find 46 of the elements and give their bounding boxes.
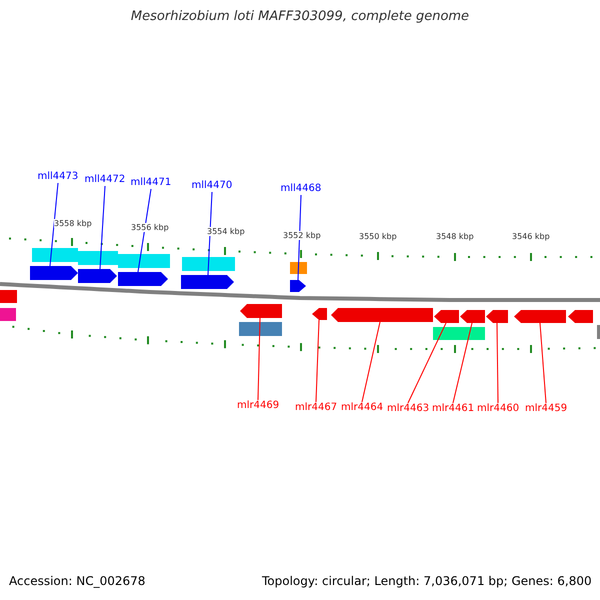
gene-block	[118, 272, 168, 286]
scale-label: 3554 kbp	[207, 227, 245, 236]
leader-line	[452, 322, 472, 404]
scale-label: 3546 kbp	[512, 232, 550, 241]
leader-line	[496, 322, 498, 404]
gene-label: mll4468	[280, 183, 322, 195]
gene-block	[568, 310, 593, 323]
gene-block	[78, 269, 117, 283]
gene-block	[240, 304, 282, 318]
leader-line	[100, 186, 106, 270]
scale-label: 3552 kbp	[283, 231, 321, 240]
gene-block	[460, 310, 485, 323]
leader-line	[50, 182, 58, 266]
leader-line	[258, 318, 260, 400]
scale-label: 3556 kbp	[131, 223, 169, 232]
leader-line	[362, 322, 380, 402]
gene-label: mlr4461	[432, 403, 474, 415]
leader-line	[138, 188, 152, 272]
gene-label: mll4472	[84, 174, 126, 186]
scale-label: 3558 kbp	[54, 219, 92, 228]
gene-block	[434, 310, 459, 323]
gene-label: mlr4467	[295, 402, 338, 414]
scale-label: 3550 kbp	[359, 232, 397, 241]
gene-block	[181, 275, 234, 289]
gene-label: mll4471	[130, 177, 172, 189]
gene-block	[30, 266, 78, 280]
gene-block	[486, 310, 508, 323]
gene-label: mll4470	[192, 180, 232, 192]
gene-block	[514, 310, 566, 323]
gene-label: mlr4469	[237, 400, 280, 412]
leader-line	[208, 192, 212, 276]
leader-line	[408, 322, 446, 404]
title: Mesorhizobium loti MAFF303099, complete genome	[130, 9, 470, 24]
scale-label: 3548 kbp	[436, 232, 474, 241]
gene-label: mlr4459	[525, 403, 568, 415]
gene-block	[290, 280, 306, 292]
gene-label: mlr4460	[477, 403, 520, 415]
gene-label: mlr4464	[341, 402, 384, 414]
leader-line	[298, 194, 302, 280]
leader-line	[316, 320, 320, 402]
gene-block	[312, 308, 327, 320]
gene-label: mlr4463	[387, 403, 430, 415]
leader-line	[540, 322, 546, 404]
gene-label: mll4473	[38, 171, 78, 183]
genome-info-text: Topology: circular; Length: 7,036,071 bp; Genes: 6,800	[262, 574, 592, 588]
accession-text: Accession: NC_002678	[9, 574, 146, 588]
